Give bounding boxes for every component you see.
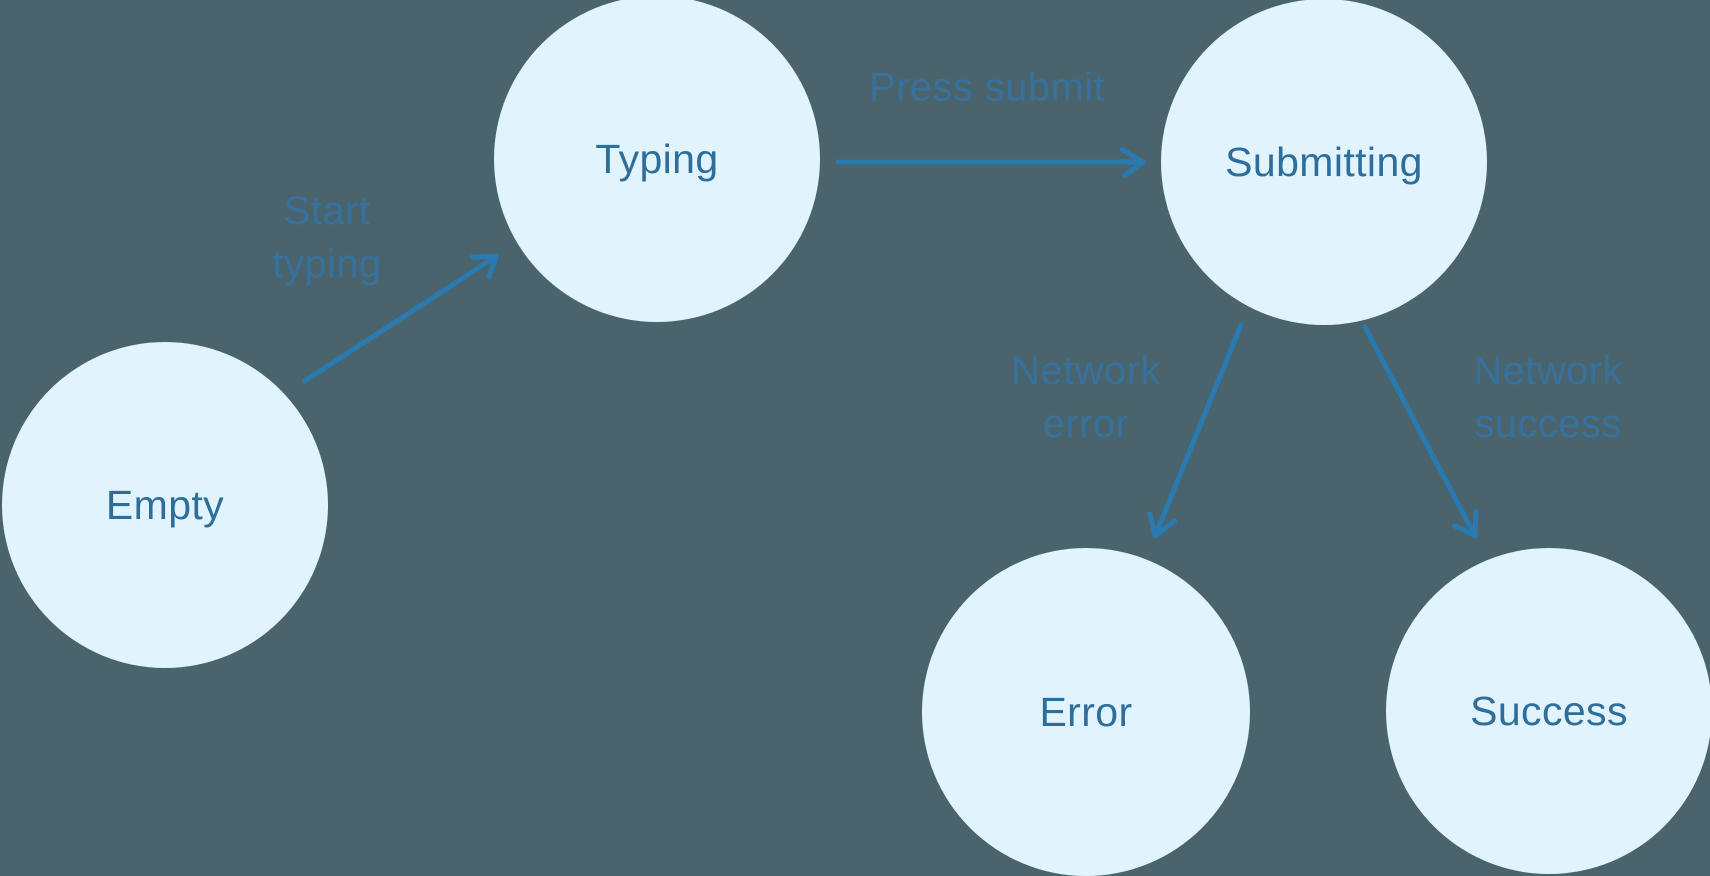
- edge-label-line: Start: [283, 189, 371, 233]
- state-label-submitting: Submitting: [1225, 138, 1423, 185]
- state-node-submitting: Submitting: [1161, 0, 1487, 325]
- edge-label-network-error: Network error: [1011, 345, 1161, 451]
- edge-label-network-success: Network success: [1473, 345, 1623, 451]
- state-label-empty: Empty: [105, 481, 225, 528]
- edge-label-line: Press submit: [869, 65, 1105, 110]
- edge-label-start-typing: Start typing: [272, 185, 381, 291]
- state-label-typing: Typing: [595, 135, 719, 182]
- edge-label-line: success: [1474, 402, 1622, 446]
- edge-label-line: error: [1042, 402, 1130, 446]
- state-label-success: Success: [1470, 687, 1628, 734]
- edge-label-line: typing: [272, 242, 382, 286]
- edge-label-press-submit: Press submit: [869, 62, 1105, 115]
- edge-arrow-submitting-to-success: [1362, 324, 1479, 539]
- state-node-success: Success: [1386, 548, 1710, 874]
- edge-label-line: Network: [1473, 349, 1623, 393]
- state-node-typing: Typing: [494, 0, 820, 322]
- state-node-empty: Empty: [2, 342, 328, 668]
- state-label-error: Error: [1039, 688, 1133, 735]
- state-node-error: Error: [922, 548, 1250, 876]
- edge-label-line: Network: [1011, 349, 1161, 393]
- edge-arrow-submitting-to-error: [1147, 322, 1244, 539]
